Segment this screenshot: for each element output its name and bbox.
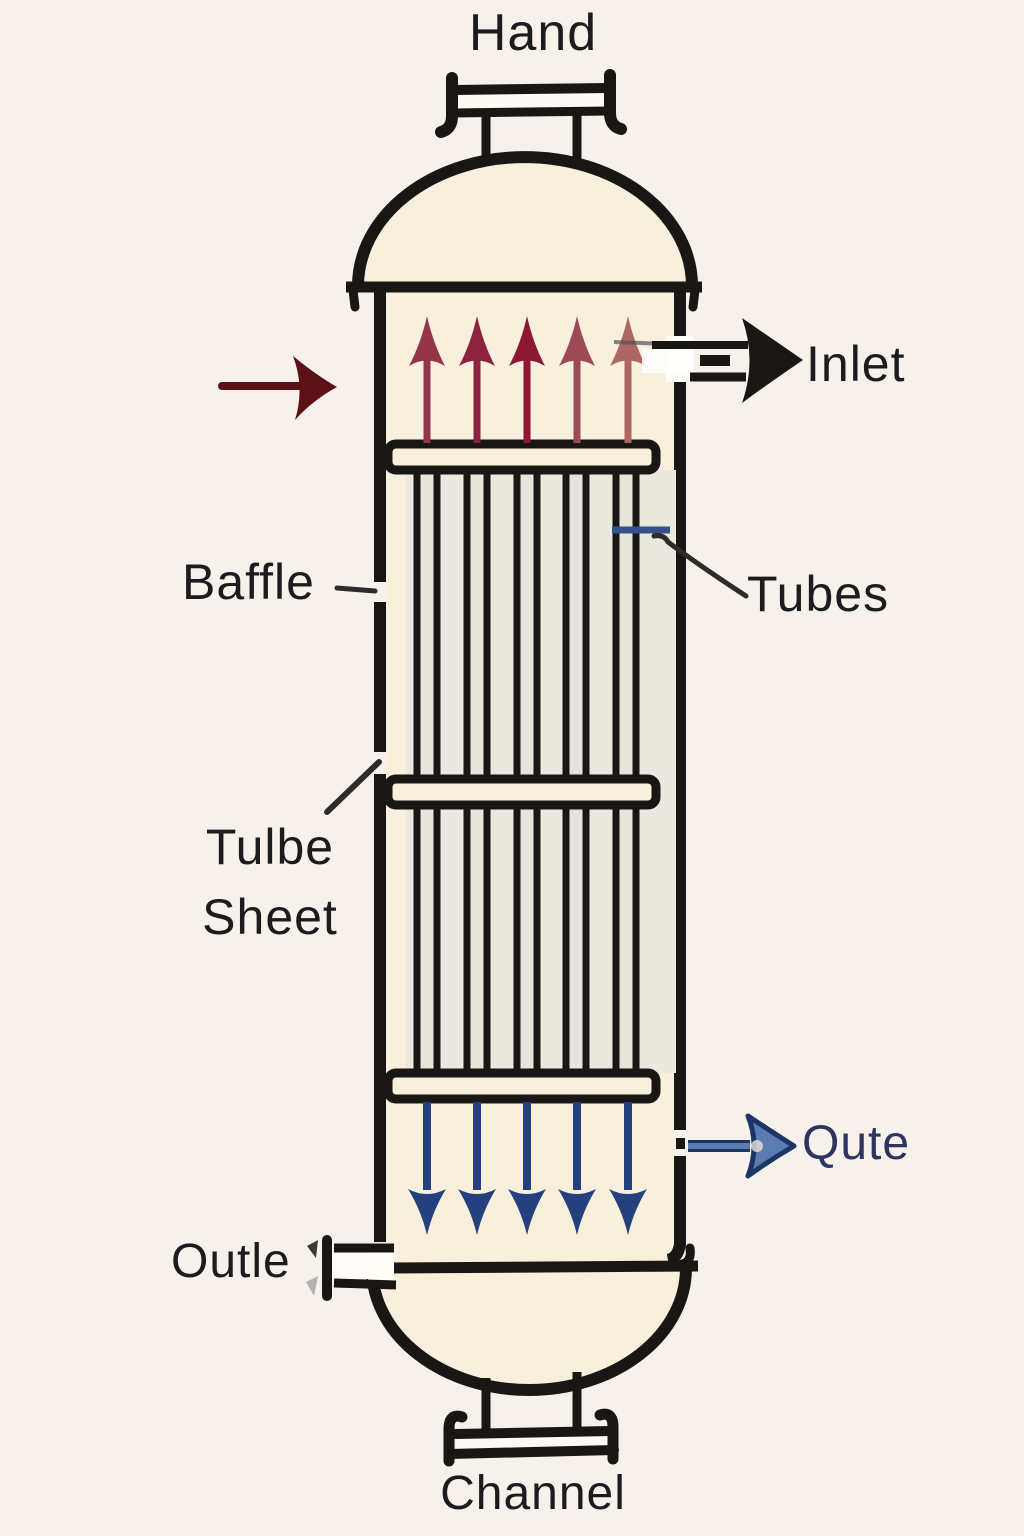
outlet-artifact-mark-top [307,1240,318,1258]
top-nozzle-pipe-top [450,83,613,95]
top-nozzle-pipe [458,92,606,110]
top-nozzle-flange-left [435,72,458,138]
tube-bundle [383,439,676,1104]
feed-arrow [218,356,337,420]
channel-outlet-label: Outle [171,1235,291,1288]
right-wall-dot [676,1138,685,1149]
bottom-nozzle [443,1372,619,1467]
baffle-leader-line [334,585,378,594]
hot-arrow-2 [459,316,495,443]
tubes-group [413,468,640,1074]
top-nozzle [435,69,627,162]
bottom-nozzle-flange-left [443,1410,468,1467]
top-tube-sheet [383,439,661,475]
cold-arrow-1 [408,1102,446,1235]
baffle-plate [383,774,661,810]
tube-sheet-leader-line [324,759,382,815]
cold-arrow-5 [609,1102,647,1235]
right-wall-lower [666,1156,686,1266]
outlet-nozzle-bottom [333,1278,397,1290]
hot-arrow-1 [409,316,445,443]
channel-outlet-nozzle [306,1235,397,1301]
tube-2 [467,468,487,1074]
hot-arrow-4 [559,316,595,443]
tube-1 [417,468,437,1074]
outlet-nozzle-bore [332,1253,390,1279]
inlet-nozzle [613,318,803,403]
inlet-arrow-dash [700,355,730,366]
cold-flow-arrows [408,1102,647,1235]
cold-arrow-3 [508,1102,546,1235]
bottom-nozzle-pipe-top [451,1426,615,1439]
inlet-label: Inlet [806,336,906,392]
shell-outlet-label: Qute [802,1117,911,1170]
tube-walls [413,470,640,1073]
bottom-dished-head [366,1262,692,1396]
tubes-leader-line [651,533,749,599]
tube-sheet-label-line2: Sheet [202,889,338,945]
outlet-artifact-mark-bottom [306,1276,318,1296]
inlet-arrow-head [742,318,803,403]
bottom-flange-hook-right [677,1243,695,1269]
inlet-white-patch [642,349,692,373]
tube-5 [616,468,636,1074]
tube-4 [566,468,586,1074]
bottom-nozzle-flange-right [594,1408,619,1465]
bottom-nozzle-label: Channel [440,1467,626,1520]
bottom-tube-sheet [383,1068,661,1104]
top-nozzle-flange-right [604,69,627,135]
top-flange-hook-right [688,285,700,312]
baffle-label: Baffle [182,554,315,610]
hot-arrow-3 [509,316,545,443]
outlet-arrow-highlight [751,1140,763,1152]
top-nozzle-label: Hand [468,4,598,62]
shell-outlet-arrow [688,1113,797,1179]
bottom-nozzle-pipe-bottom [445,1445,619,1459]
top-dished-head [352,151,698,292]
hot-flow-arrows [409,316,646,443]
tube-3 [517,468,537,1074]
cold-arrow-4 [558,1102,596,1235]
bottom-flange [389,1260,699,1274]
top-flange-hook-left [348,285,360,312]
cold-arrow-2 [458,1102,496,1235]
tubes-label: Tubes [747,566,890,622]
top-nozzle-pipe-bottom [447,106,615,118]
tube-sheet-label-line1: Tulbe [205,819,335,875]
shell-walls [374,292,686,1266]
